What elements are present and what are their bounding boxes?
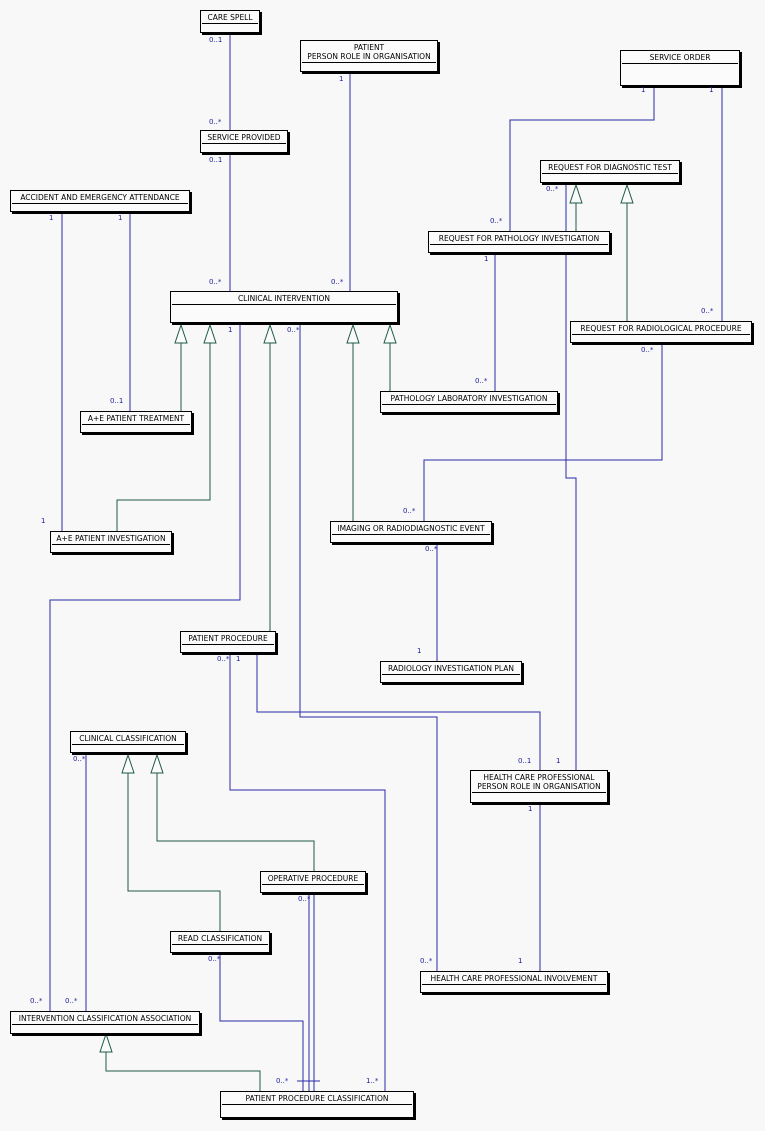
entity-read-classification[interactable]: READ CLASSIFICATION: [170, 931, 270, 953]
multiplicity-label: 1: [118, 214, 123, 222]
multiplicity-label: 0..*: [287, 326, 300, 334]
entity-health-care-professional[interactable]: HEALTH CARE PROFESSIONAL PERSON ROLE IN …: [470, 770, 608, 803]
entity-pathology-lab[interactable]: PATHOLOGY LABORATORY INVESTIGATION: [380, 391, 558, 413]
entity-patient-procedure[interactable]: PATIENT PROCEDURE: [180, 631, 276, 653]
entity-patient-procedure-classification[interactable]: PATIENT PROCEDURE CLASSIFICATION: [220, 1091, 414, 1118]
multiplicity-label: 0..*: [475, 377, 488, 385]
entity-operative-procedure[interactable]: OPERATIVE PROCEDURE: [260, 871, 366, 893]
entity-care-spell[interactable]: CARE SPELL: [200, 10, 260, 33]
gen-ppc: [105, 1052, 261, 1091]
multiplicity-label: 0..*: [641, 346, 654, 354]
multiplicity-label: 1: [518, 957, 523, 965]
arrowhead-icon: [263, 323, 277, 344]
entity-hcp-involvement[interactable]: HEALTH CARE PROFESSIONAL INVOLVEMENT: [420, 971, 608, 993]
multiplicity-label: 0..*: [276, 1077, 289, 1085]
multiplicity-label: 1: [709, 86, 714, 94]
entity-request-diagnostic-test[interactable]: REQUEST FOR DIAGNOSTIC TEST: [540, 160, 680, 183]
entity-request-pathology[interactable]: REQUEST FOR PATHOLOGY INVESTIGATION: [428, 231, 610, 253]
assoc-read-classification-ppc: [219, 953, 304, 1091]
multiplicity-label: 0..*: [331, 278, 344, 286]
multiplicity-label: 0..*: [30, 997, 43, 1005]
arrowhead-icon: [99, 1032, 113, 1053]
arrowhead-icon: [203, 323, 217, 344]
entity-request-radiological[interactable]: REQUEST FOR RADIOLOGICAL PROCEDURE: [570, 321, 752, 343]
arrowhead-icon: [569, 183, 583, 204]
multiplicity-label: 0..1: [110, 397, 124, 405]
multiplicity-label: 1: [417, 647, 422, 655]
multiplicity-label: 0..1: [209, 156, 223, 164]
multiplicity-label: 1: [339, 75, 344, 83]
assoc-clinical-intervention-hcp-involvement: [299, 322, 438, 971]
multiplicity-label: 0..1: [209, 36, 223, 44]
multiplicity-label: 0..*: [217, 655, 230, 663]
assoc-request-radiological-imaging: [423, 343, 663, 521]
entity-ae-investigation[interactable]: A+E PATIENT INVESTIGATION: [50, 531, 172, 553]
multiplicity-label: 0..*: [209, 278, 222, 286]
entity-imaging-event[interactable]: IMAGING OR RADIODIAGNOSTIC EVENT: [330, 521, 492, 543]
arrowhead-icon: [383, 323, 397, 344]
multiplicity-label: 1: [41, 517, 46, 525]
multiplicity-label: 1: [556, 757, 561, 765]
multiplicity-label: 0..*: [546, 185, 559, 193]
arrowhead-icon: [174, 323, 188, 344]
multiplicity-label: 1: [228, 326, 233, 334]
multiplicity-label: 1: [528, 805, 533, 813]
gen-read-classification: [127, 773, 221, 931]
multiplicity-label: 1: [236, 655, 241, 663]
assoc-patient-procedure-ppc: [229, 653, 386, 1091]
entity-radiology-plan[interactable]: RADIOLOGY INVESTIGATION PLAN: [380, 661, 522, 683]
multiplicity-label: 0..*: [208, 955, 221, 963]
entity-service-provided[interactable]: SERVICE PROVIDED: [200, 130, 288, 153]
multiplicity-label: 0..*: [403, 507, 416, 515]
entity-patient[interactable]: PATIENT PERSON ROLE IN ORGANISATION: [300, 40, 438, 72]
multiplicity-label: 0..1: [518, 757, 532, 765]
gen-operative-procedure: [156, 773, 315, 871]
multiplicity-label: 1..*: [366, 1077, 379, 1085]
arrowhead-icon: [346, 323, 360, 344]
multiplicity-label: 0..*: [209, 118, 222, 126]
multiplicity-label: 0..*: [73, 755, 86, 763]
entity-service-order[interactable]: SERVICE ORDER: [620, 50, 740, 86]
multiplicity-label: 0..*: [425, 545, 438, 553]
assoc-clinical-intervention-intervention-classification: [49, 322, 241, 1011]
entity-ae-treatment[interactable]: A+E PATIENT TREATMENT: [80, 411, 192, 433]
generalization-lines: [105, 203, 628, 1091]
arrowhead-icon: [150, 753, 164, 774]
entity-clinical-intervention[interactable]: CLINICAL INTERVENTION: [170, 291, 398, 323]
multiplicity-label: 0..*: [701, 307, 714, 315]
assoc-service-order-request-pathology: [509, 86, 655, 231]
gen-ae-investigation: [116, 343, 211, 531]
arrowhead-icon: [620, 183, 634, 204]
multiplicity-label: 1: [49, 214, 54, 222]
multiplicity-label: 0..*: [65, 997, 78, 1005]
generalization-arrowheads: [99, 183, 634, 1053]
entity-clinical-classification[interactable]: CLINICAL CLASSIFICATION: [70, 731, 186, 753]
multiplicity-label: 0..*: [490, 217, 503, 225]
multiplicity-label: 0..*: [298, 895, 311, 903]
association-lines: [49, 33, 723, 1091]
assoc-patient-procedure-hcp: [256, 653, 541, 770]
arrowhead-icon: [121, 753, 135, 774]
entity-intervention-classification-association[interactable]: INTERVENTION CLASSIFICATION ASSOCIATION: [10, 1011, 200, 1034]
multiplicity-label: 1: [484, 255, 489, 263]
entity-ae-attendance[interactable]: ACCIDENT AND EMERGENCY ATTENDANCE: [10, 190, 190, 212]
assoc-request-diagnostic-hcp: [565, 183, 577, 770]
multiplicity-label: 1: [641, 86, 646, 94]
multiplicity-label: 0..*: [420, 957, 433, 965]
